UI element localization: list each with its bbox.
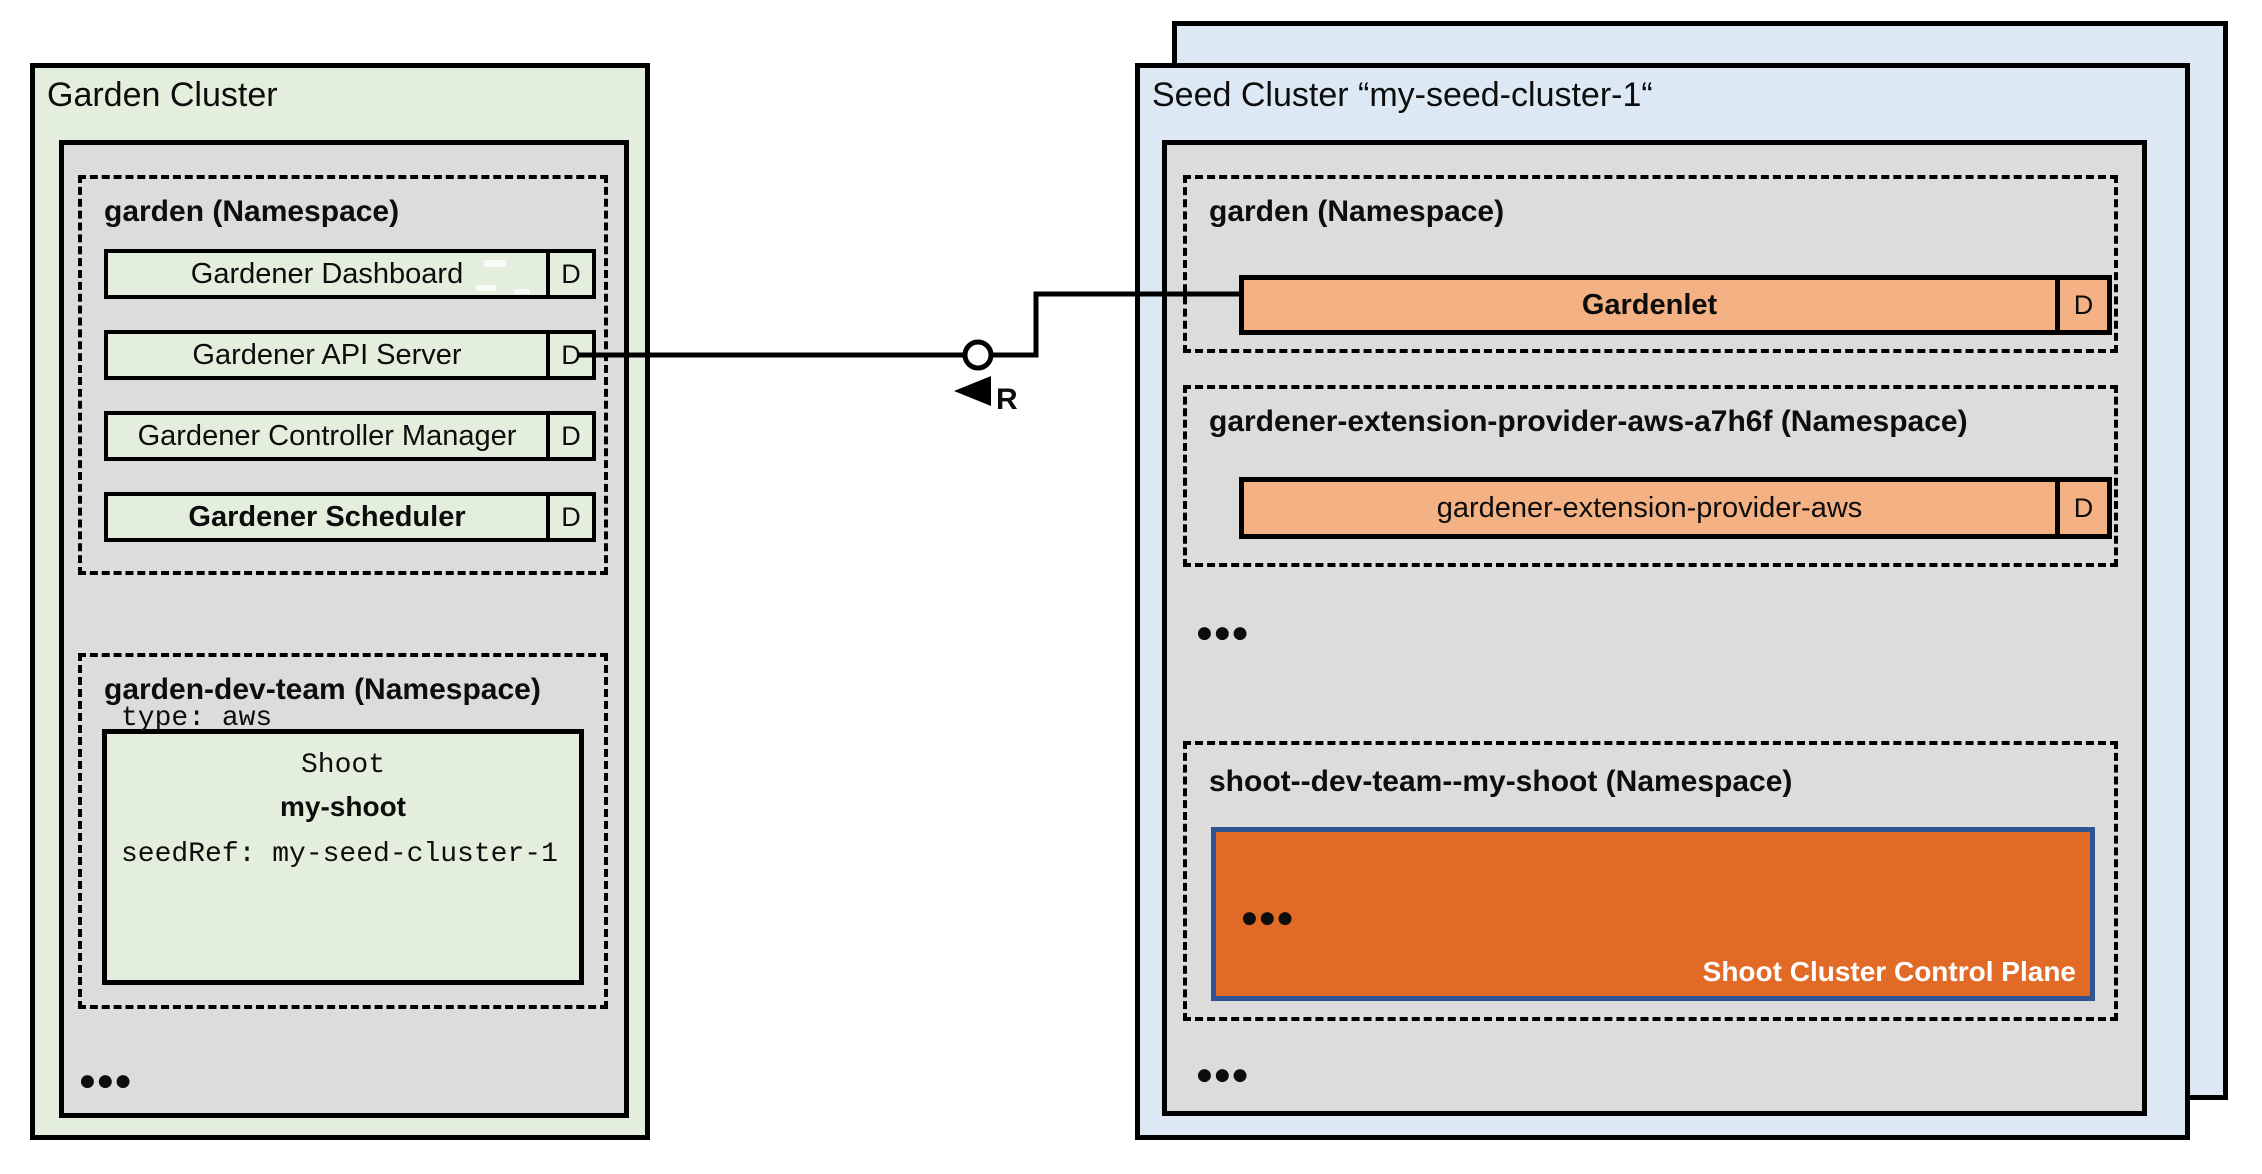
shoot-spec-seedref: seedRef: my-seed-cluster-1: [121, 838, 558, 870]
gardener-scheduler-label: Gardener Scheduler: [188, 500, 466, 533]
seed-garden-namespace-box: garden (Namespace) Gardenlet D: [1183, 175, 2118, 353]
seed-cluster-ellipsis-middle: ●●●: [1197, 623, 1251, 643]
extension-namespace-label: gardener-extension-provider-aws-a7h6f (N…: [1209, 405, 1968, 438]
gardener-dashboard-row: Gardener Dashboard D: [104, 249, 596, 299]
gardener-api-server-deployment-badge: D: [546, 334, 592, 376]
shoot-resource-box: Shoot my-shoot type: aws seedRef: my-see…: [102, 703, 584, 985]
gardenlet-deployment-badge: D: [2055, 280, 2107, 330]
shoot-control-plane-ellipsis: ●●●: [1242, 908, 1296, 928]
seed-cluster-ellipsis-bottom: ●●●: [1197, 1065, 1251, 1085]
garden-dev-team-namespace-label: garden-dev-team (Namespace): [104, 673, 541, 706]
gardenlet-label: Gardenlet: [1581, 288, 1718, 321]
gardener-dashboard-label: Gardener Dashboard: [190, 257, 464, 290]
required-interface-arrowhead-icon: [954, 376, 991, 406]
gardenlet-row: Gardenlet D: [1239, 275, 2112, 335]
garden-cluster-ellipsis: ●●●: [80, 1071, 134, 1091]
garden-component-list: Gardener Dashboard D Gardener API Server…: [104, 249, 596, 573]
extension-provider-deployment-badge: D: [2055, 482, 2107, 534]
shoot-control-plane-label: Shoot Cluster Control Plane: [1702, 956, 2076, 987]
shoot-resource-spec: type: aws seedRef: my-seed-cluster-1: [121, 605, 558, 968]
extension-provider-row: gardener-extension-provider-aws D: [1239, 477, 2112, 539]
seed-cluster-title: Seed Cluster “my-seed-cluster-1“: [1152, 76, 1653, 114]
garden-dev-team-namespace-box: garden-dev-team (Namespace) Shoot my-sho…: [78, 653, 608, 1009]
shoot-control-plane-box: ●●● Shoot Cluster Control Plane: [1211, 827, 2095, 1001]
garden-cluster-box: Garden Cluster garden (Namespace) Garden…: [30, 63, 650, 1140]
gardener-scheduler-row: Gardener Scheduler D: [104, 492, 596, 542]
gardener-api-server-row: Gardener API Server D: [104, 330, 596, 380]
render-artifact: [476, 285, 496, 291]
provided-interface-circle-icon: [962, 339, 994, 371]
shoot-resource-kind: Shoot: [300, 750, 385, 781]
garden-namespace-label: garden (Namespace): [104, 195, 400, 228]
gardener-dashboard-deployment-badge: D: [546, 253, 592, 295]
render-artifact: [484, 260, 506, 267]
gardener-api-server-label: Gardener API Server: [192, 338, 462, 371]
gardener-controller-manager-label: Gardener Controller Manager: [137, 419, 517, 452]
extension-provider-label: gardener-extension-provider-aws: [1436, 491, 1863, 524]
extension-namespace-box: gardener-extension-provider-aws-a7h6f (N…: [1183, 385, 2118, 567]
garden-cluster-title: Garden Cluster: [47, 76, 278, 114]
gardener-scheduler-deployment-badge: D: [546, 496, 592, 538]
gardener-controller-manager-row: Gardener Controller Manager D: [104, 411, 596, 461]
shoot-resource-name: my-shoot: [280, 791, 406, 822]
shoot-namespace-label: shoot--dev-team--my-shoot (Namespace): [1209, 765, 1793, 798]
seed-garden-namespace-label: garden (Namespace): [1209, 195, 1505, 228]
render-artifact: [514, 289, 530, 294]
seed-cluster-inner-box: garden (Namespace) Gardenlet D gardener-…: [1162, 140, 2147, 1116]
connector-r-label: R: [996, 383, 1018, 416]
gardener-controller-manager-deployment-badge: D: [546, 415, 592, 457]
garden-namespace-box: garden (Namespace) Gardener Dashboard D …: [78, 175, 608, 575]
shoot-namespace-box: shoot--dev-team--my-shoot (Namespace) ●●…: [1183, 741, 2118, 1021]
seed-cluster-box: Seed Cluster “my-seed-cluster-1“ garden …: [1135, 63, 2190, 1140]
garden-cluster-inner-box: garden (Namespace) Gardener Dashboard D …: [59, 140, 629, 1118]
shoot-spec-type: type: aws: [121, 702, 273, 734]
